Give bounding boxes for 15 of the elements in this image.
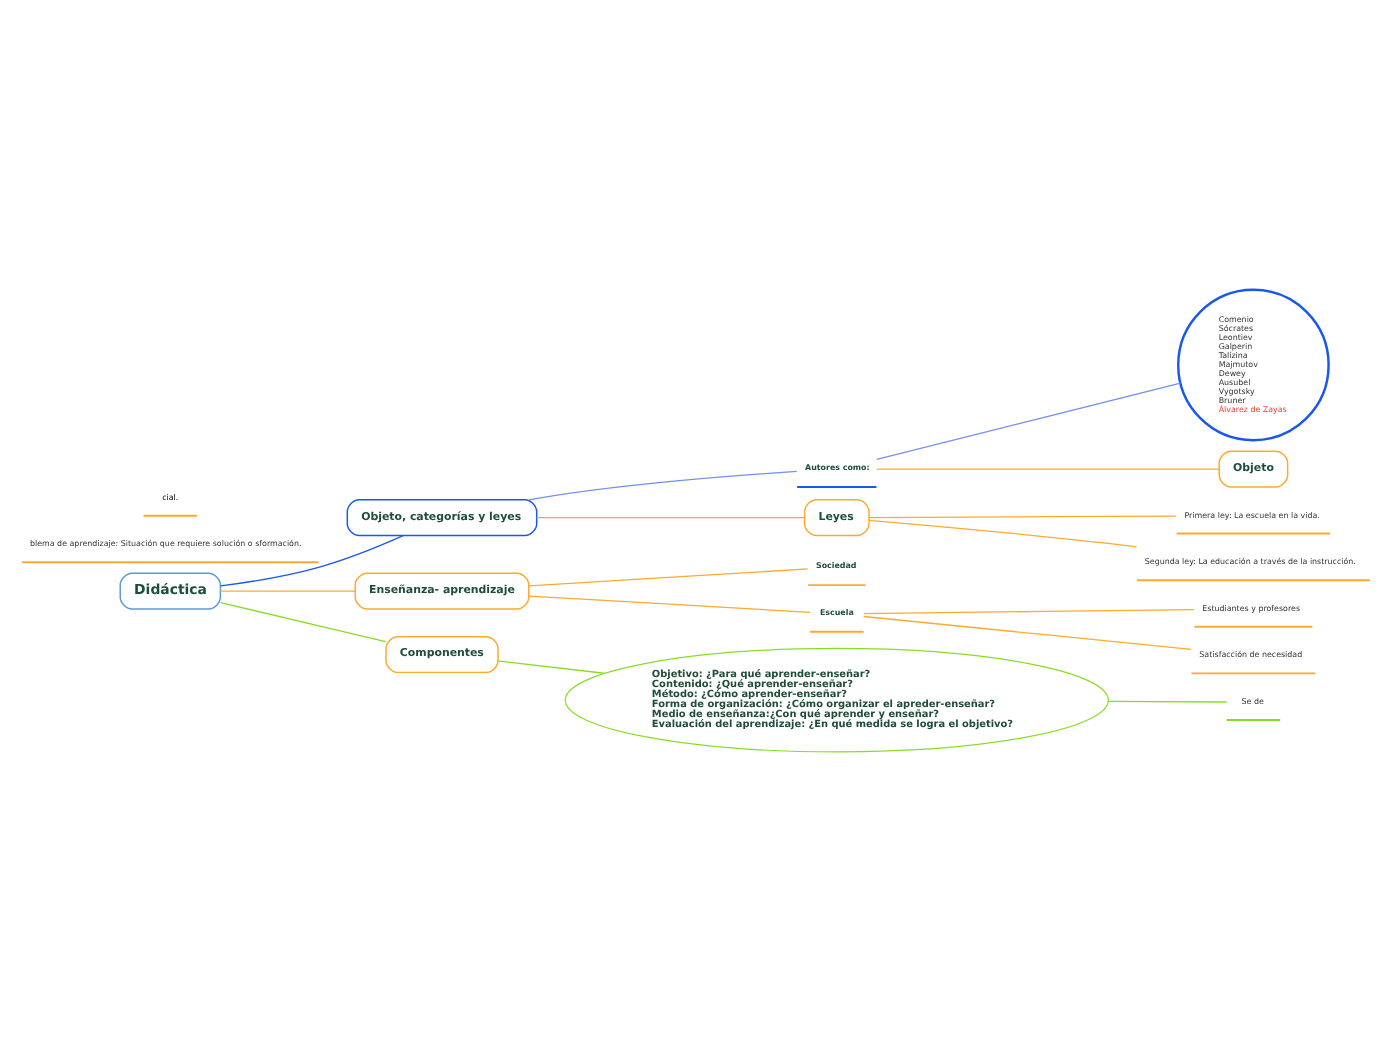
connector [863, 614, 1192, 649]
connector [868, 514, 1177, 518]
connector [863, 607, 1195, 614]
connector [497, 659, 605, 673]
connector [528, 567, 809, 586]
connector [868, 518, 1138, 547]
connector [219, 589, 356, 591]
connector [219, 601, 387, 642]
connector [876, 381, 1182, 459]
connector [536, 516, 806, 518]
connector [528, 594, 811, 613]
connector [528, 469, 798, 500]
connector [220, 533, 404, 586]
connector [876, 467, 1220, 469]
connector [1107, 699, 1228, 702]
